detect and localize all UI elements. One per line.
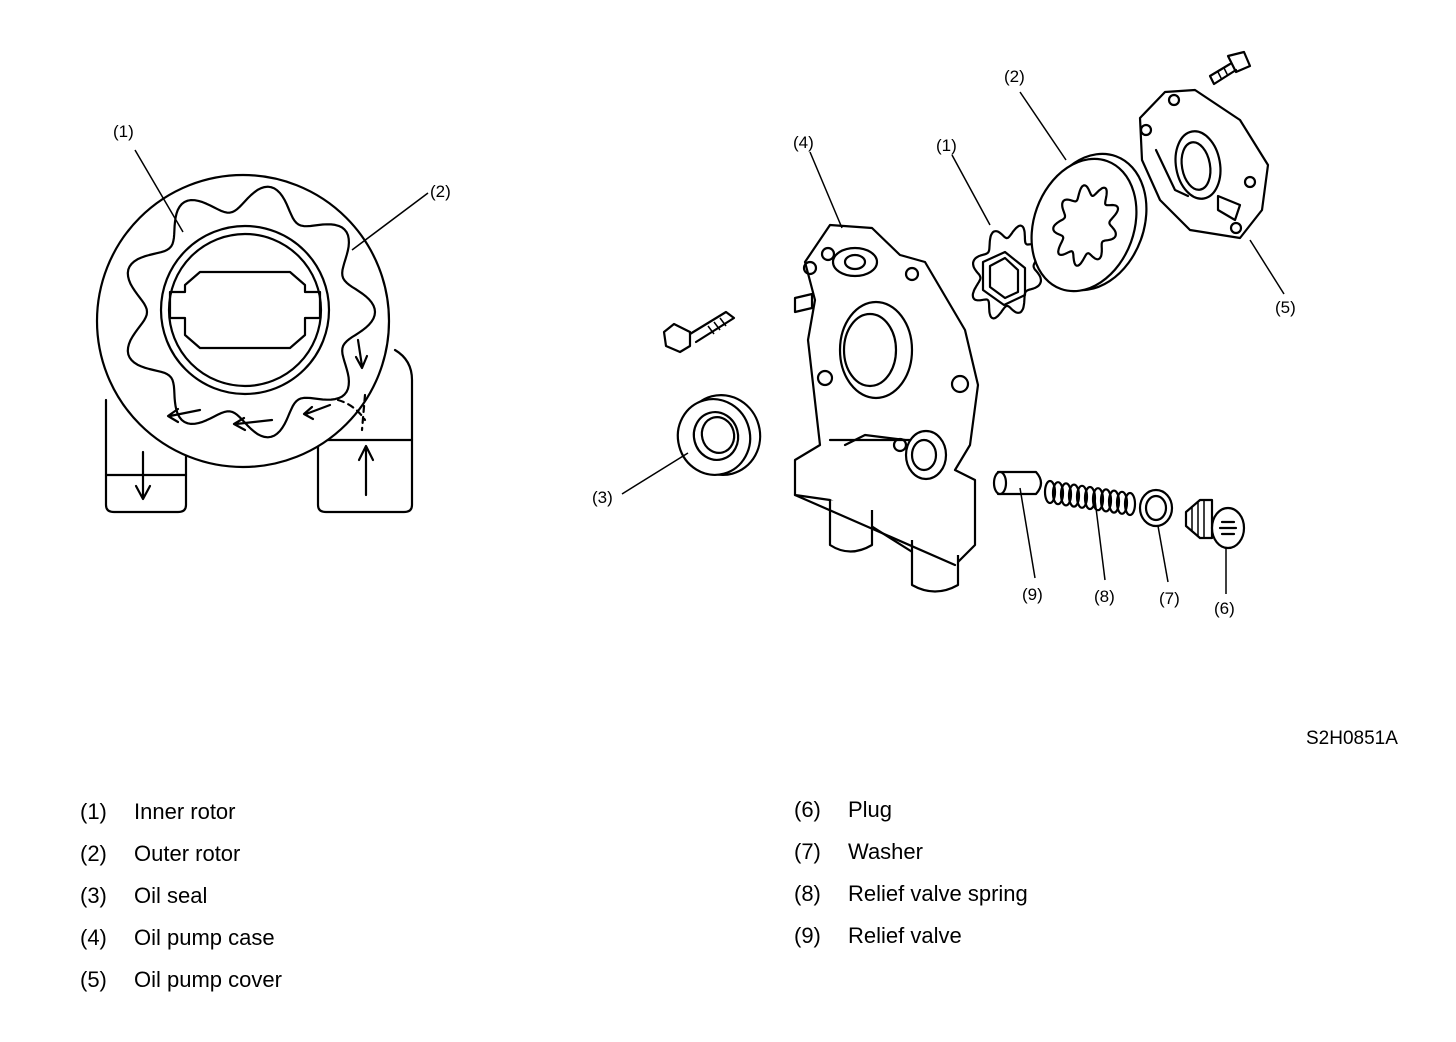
cover-screw <box>1208 50 1252 86</box>
leader-oil-seal <box>621 452 689 495</box>
legend-number: (6) <box>794 797 821 822</box>
legend-label: Oil pump cover <box>134 967 282 992</box>
leader-spring <box>1094 499 1106 581</box>
legend-number: (4) <box>80 925 107 950</box>
leader-relief-valve <box>1019 487 1036 579</box>
legend-number: (9) <box>794 923 821 948</box>
spring-coil <box>1075 484 1089 509</box>
callout-spring: (8) <box>1094 587 1115 606</box>
legend-label: Relief valve spring <box>848 881 1028 906</box>
legend-item: (4) Oil pump case <box>80 917 282 959</box>
callout-plug: (6) <box>1214 599 1235 618</box>
leader-outer-rotor <box>351 192 429 251</box>
spring-coil <box>1107 489 1121 514</box>
oil-pump-diagram: (1) (2) (3) <box>95 50 1296 618</box>
outer-rotor <box>1030 152 1148 293</box>
spring-coil <box>1099 488 1113 513</box>
callout-relief-valve: (9) <box>1022 585 1043 604</box>
rotor-section-drawing: (1) (2) <box>95 122 451 514</box>
legend-number: (7) <box>794 839 821 864</box>
outlet-port <box>104 398 188 514</box>
legend-item: (7) Washer <box>794 831 1028 873</box>
leader-inner-rotor-exploded <box>951 154 991 226</box>
legend-item: (9) Relief valve <box>794 915 1028 957</box>
spring-coil <box>1059 482 1073 507</box>
spring-coil <box>1083 485 1097 511</box>
callout-washer: (7) <box>1159 589 1180 608</box>
spring-coil <box>1091 487 1105 512</box>
spring-coil <box>1115 490 1129 515</box>
oil-pump-cover <box>1138 88 1270 240</box>
legend-number: (2) <box>80 841 107 866</box>
exploded-view-drawing: (3) (4) <box>592 50 1296 618</box>
legend-label: Plug <box>848 797 893 822</box>
callout-outer-rotor-exploded: (2) <box>1004 67 1025 86</box>
spring-coil <box>1051 481 1065 506</box>
legend-label: Washer <box>848 839 923 864</box>
plug <box>1184 498 1246 550</box>
legend-label: Oil seal <box>134 883 208 908</box>
flow-arrow-1-icon <box>302 403 332 421</box>
flow-arrow-3-icon <box>166 407 202 424</box>
relief-valve <box>992 470 1043 496</box>
oil-seal <box>676 394 762 476</box>
legend-label: Relief valve <box>848 923 962 948</box>
relief-valve-spring <box>1043 479 1137 517</box>
washer <box>1138 488 1174 528</box>
legend-number: (8) <box>794 881 821 906</box>
legend-item: (3) Oil seal <box>80 875 282 917</box>
figure-code: S2H0851A <box>1306 728 1398 749</box>
spring-coil <box>1123 491 1137 517</box>
shaft-bore <box>168 270 322 350</box>
inlet-port <box>316 348 414 514</box>
legend-left: (1) Inner rotor (2) Outer rotor (3) Oil sea… <box>80 791 282 1001</box>
flow-dash-1 <box>360 393 367 432</box>
legend-right: (6) Plug (7) Washer (8) Relief valve spring… <box>794 789 1028 957</box>
leader-washer <box>1157 525 1169 583</box>
inner-rotor <box>971 224 1043 320</box>
legend-item: (5) Oil pump cover <box>80 959 282 1001</box>
bolt <box>662 310 736 354</box>
legend-number: (1) <box>80 799 107 824</box>
outer-rotor-lobes <box>126 185 377 439</box>
spring-coil <box>1043 479 1057 505</box>
legend-label: Inner rotor <box>134 799 236 824</box>
leader-pump-cover <box>1249 239 1285 295</box>
outlet-arrow-icon <box>134 450 152 501</box>
spring-coil <box>1067 483 1081 508</box>
leader-inner-rotor <box>134 149 184 233</box>
leader-pump-case <box>809 151 843 229</box>
callout-pump-case: (4) <box>793 133 814 152</box>
callout-pump-cover: (5) <box>1275 298 1296 317</box>
legend-number: (3) <box>80 883 107 908</box>
legend-number: (5) <box>80 967 107 992</box>
legend-item: (6) Plug <box>794 789 1028 831</box>
flow-arrow-4-icon <box>354 338 369 370</box>
callout-oil-seal: (3) <box>592 488 613 507</box>
callout-inner-rotor: (1) <box>113 122 134 141</box>
inlet-arrow-icon <box>357 444 375 497</box>
flow-arrow-2-icon <box>232 416 274 432</box>
leader-outer-rotor-exploded <box>1019 91 1067 161</box>
legend-label: Outer rotor <box>134 841 241 866</box>
oil-pump-case <box>793 223 980 593</box>
inner-rotor-ring <box>159 224 331 396</box>
legend-label: Oil pump case <box>134 925 275 950</box>
callout-outer-rotor: (2) <box>430 182 451 201</box>
legend-item: (1) Inner rotor <box>80 791 282 833</box>
flow-dash-2 <box>336 398 367 422</box>
callout-inner-rotor-exploded: (1) <box>936 136 957 155</box>
legend-item: (8) Relief valve spring <box>794 873 1028 915</box>
legend-item: (2) Outer rotor <box>80 833 282 875</box>
